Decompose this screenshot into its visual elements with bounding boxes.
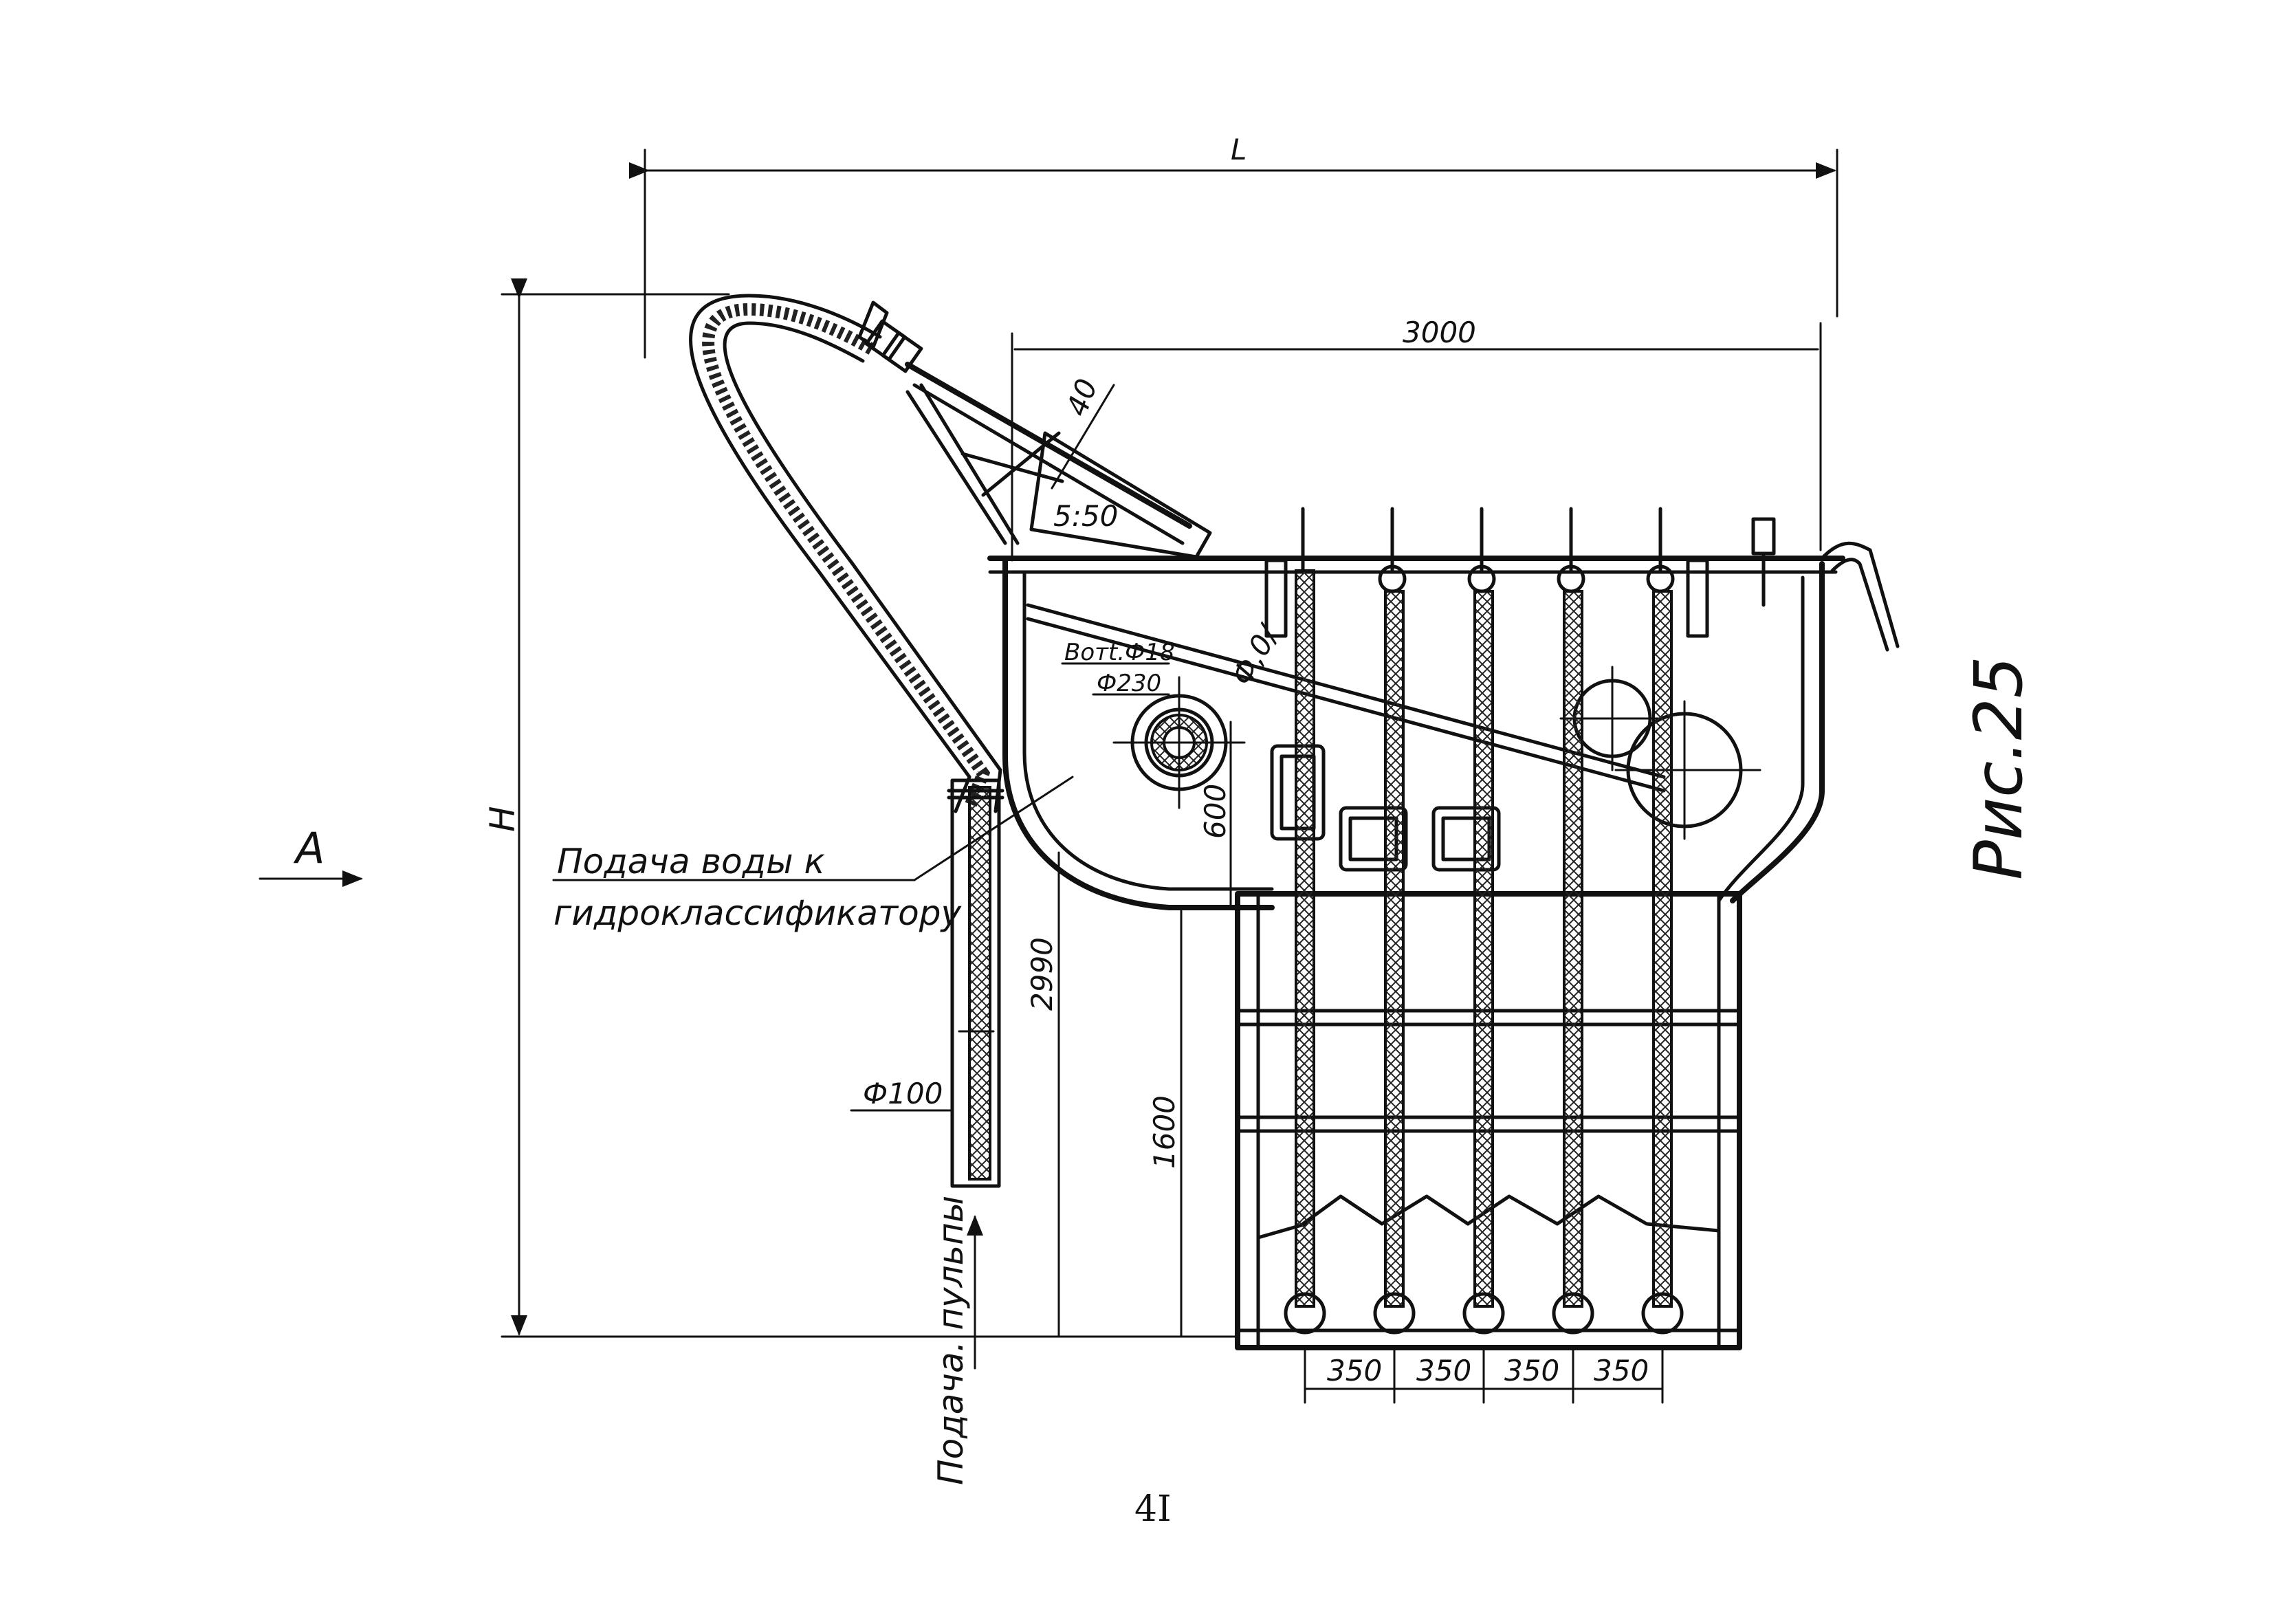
riser-pipe (1373, 507, 1416, 1335)
riser-pipe (1641, 507, 1684, 1335)
water-supply-label-line1: Подача воды к (557, 842, 825, 881)
dim-L-label: L (1231, 133, 1247, 166)
dim-600-label: 600 (1198, 784, 1232, 839)
support-truss (905, 383, 1212, 559)
flange-diameter-label: Ф230 (1097, 670, 1161, 697)
water-supply-label-line2: гидроклассификатору (553, 893, 962, 933)
bracket-label: 5:50 (1053, 499, 1118, 533)
dimension-600: 600 (1198, 721, 1232, 908)
feed-hose (689, 294, 1002, 813)
pulp-supply-pipe (947, 778, 1004, 1188)
water-nozzle: Boтt.Ф18 Ф230 (1061, 639, 1246, 809)
dimension-d100: Ф100 (850, 1077, 954, 1112)
view-marker-A: A (259, 823, 363, 887)
dimension-3000: 3000 (1011, 316, 1822, 562)
hole-label: Boтt.Ф18 (1064, 639, 1175, 666)
riser-pipes (1284, 507, 1684, 1335)
pitch-3: 350 (1504, 1354, 1559, 1387)
dim-H-label: H (483, 806, 523, 832)
pitch-1: 350 (1327, 1354, 1382, 1387)
inlet-flange (857, 300, 1192, 545)
riser-pipe (1284, 507, 1326, 1335)
pitch-4: 350 (1594, 1354, 1649, 1387)
dim-2990-label: 2990 (1025, 937, 1059, 1011)
pitch-2: 350 (1416, 1354, 1471, 1387)
inclination-label: Ф,0/ (1225, 618, 1286, 691)
page-number: 4I (1134, 1489, 1172, 1530)
figure-caption: Рис.25 (1960, 656, 2037, 880)
dimension-L: L (629, 133, 1838, 359)
dimension-H: H (483, 278, 1239, 1338)
riser-pipe (1462, 507, 1505, 1335)
pulp-supply-label: Подача. пульпы (931, 1196, 971, 1485)
pitch-dimensions: 350 350 350 350 (1304, 1346, 1664, 1404)
dim-d100-label: Ф100 (863, 1077, 943, 1110)
riser-pipe (1552, 507, 1594, 1335)
classifier-tank (987, 541, 1900, 910)
water-supply-callout: Подача воды к гидроклассификатору (552, 776, 1074, 933)
view-marker-label: A (293, 823, 325, 873)
pulp-arrow: Подача. пульпы (931, 1196, 983, 1485)
top-brackets (1264, 517, 1776, 638)
dimension-2990: 2990 (1025, 851, 1060, 1338)
dim-1600-label: 1600 (1148, 1095, 1181, 1169)
dim-3000-label: 3000 (1403, 316, 1476, 349)
dimension-1600: 1600 (1148, 910, 1183, 1338)
